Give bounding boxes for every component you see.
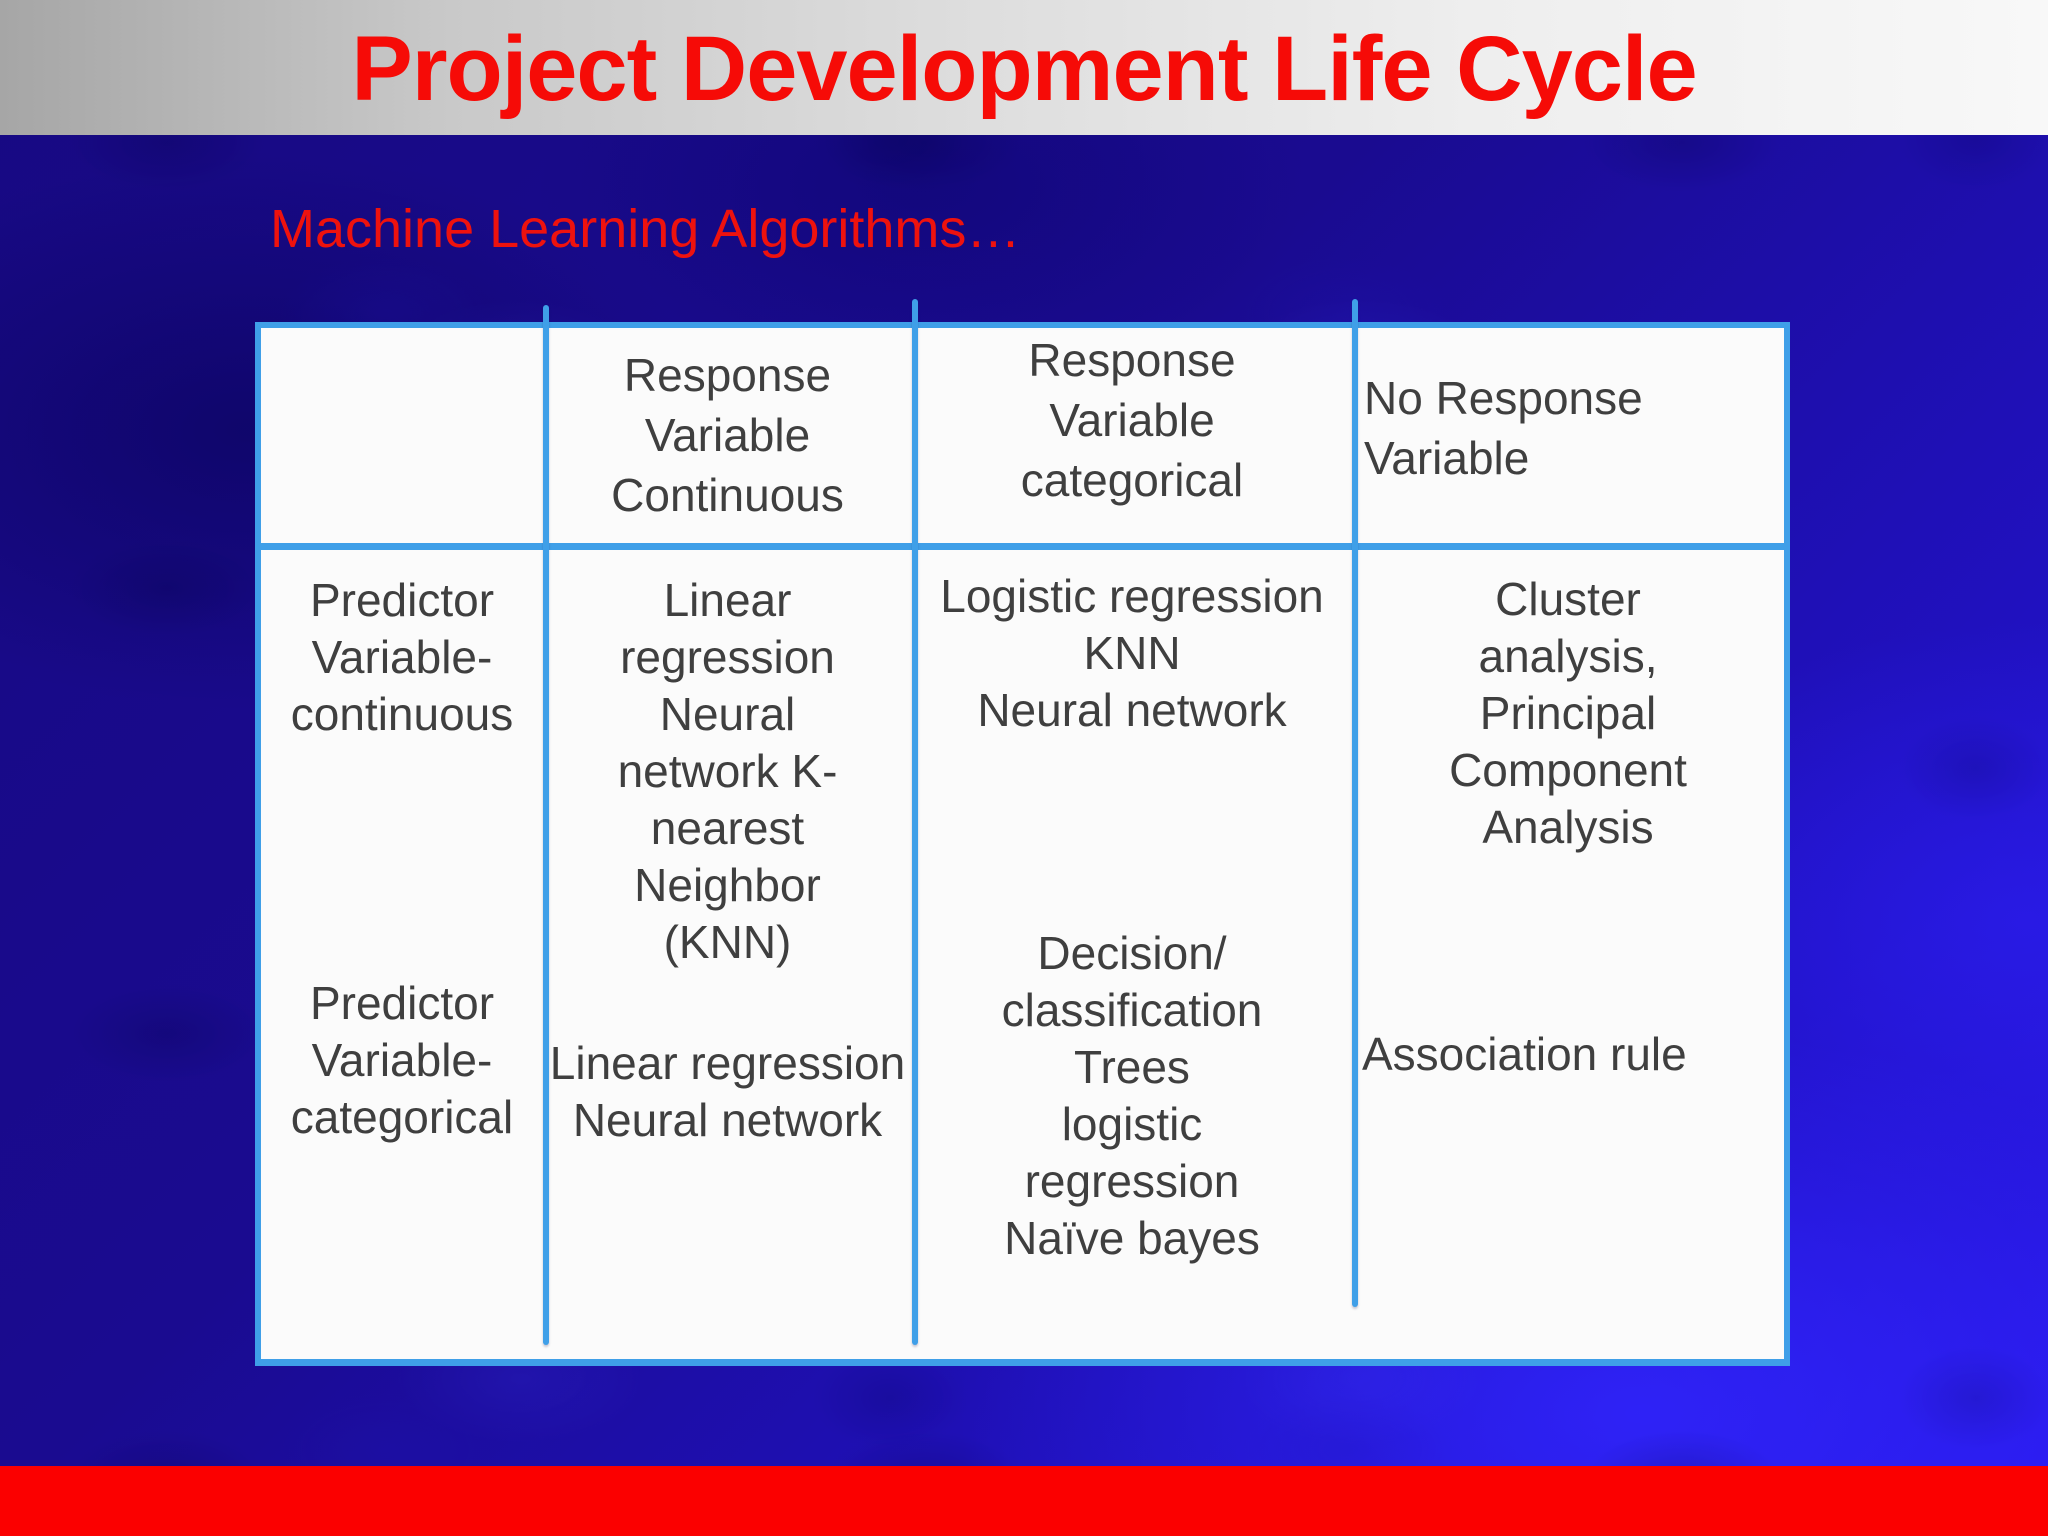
column-divider-2 bbox=[912, 299, 918, 1345]
column-divider-1 bbox=[543, 305, 549, 1345]
row-label-predictor-categorical: Predictor Variable- categorical bbox=[290, 977, 514, 1143]
cell-continuous-noresponse: Cluster analysis, Principal Component An… bbox=[1449, 573, 1687, 853]
cell-categorical-noresponse: Association rule bbox=[1362, 1028, 1687, 1080]
column-divider-3 bbox=[1352, 299, 1358, 1307]
cell-categorical-categorical: Decision/ classification Trees logistic … bbox=[1001, 927, 1263, 1264]
header-response-variable-categorical: Response Variable categorical bbox=[1020, 334, 1244, 506]
page-title: Project Development Life Cycle bbox=[351, 18, 1697, 120]
cell-continuous-continuous: Linear regression Neural network K- near… bbox=[617, 574, 838, 968]
header-separator-line bbox=[255, 543, 1790, 550]
row-label-predictor-continuous: Predictor Variable- continuous bbox=[290, 574, 514, 740]
header-no-response-variable: No Response Variable bbox=[1364, 372, 1643, 484]
cell-categorical-continuous: Linear regression Neural network bbox=[549, 1037, 906, 1146]
slide-subtitle: Machine Learning Algorithms… bbox=[270, 199, 1021, 259]
title-banner: Project Development Life Cycle bbox=[0, 0, 2048, 135]
ml-algorithms-table: Response Variable Continuous Response Va… bbox=[255, 299, 1790, 1366]
header-response-variable-continuous: Response Variable Continuous bbox=[611, 349, 844, 521]
cell-continuous-categorical: Logistic regression KNN Neural network bbox=[940, 570, 1324, 736]
bottom-red-bar bbox=[0, 1466, 2048, 1536]
